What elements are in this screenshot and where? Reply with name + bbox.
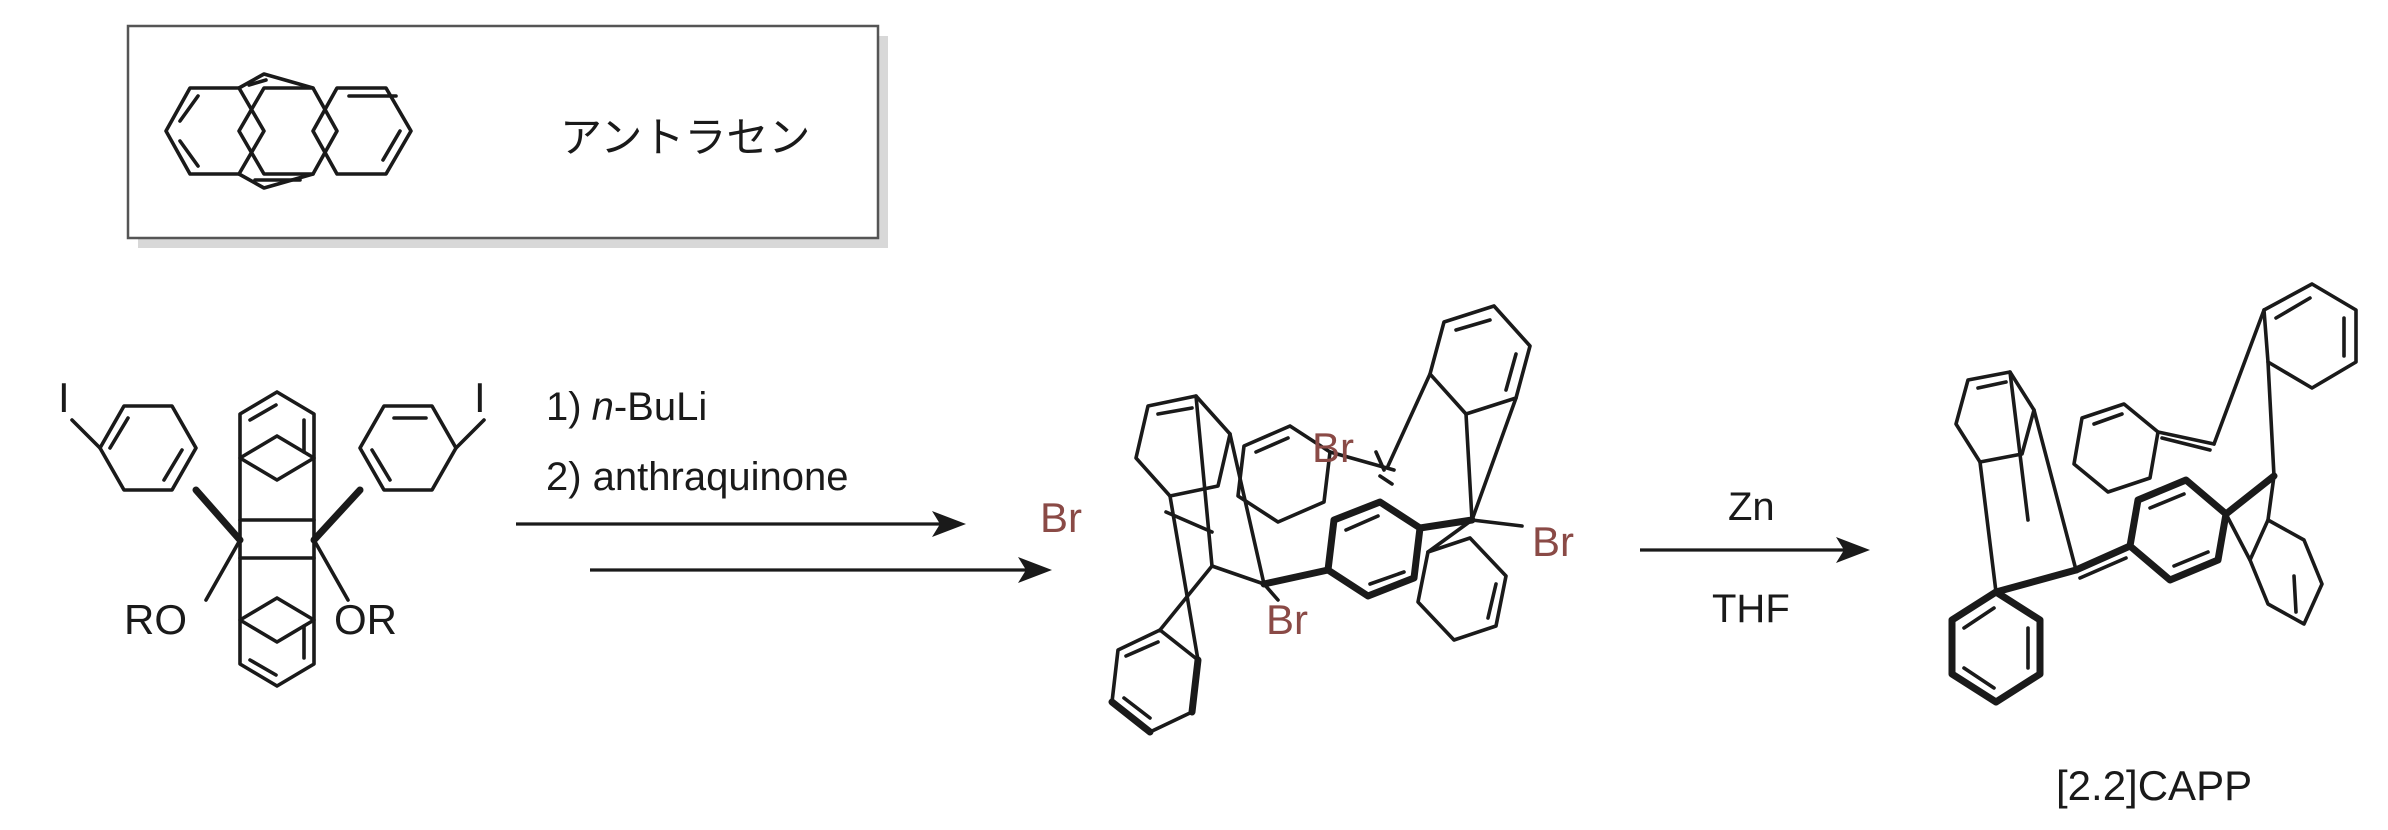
step2-reagent-bottom: THF [1712, 587, 1790, 631]
anthracene-structure-icon [164, 72, 413, 190]
product-structure: [2.2]CAPP [1948, 282, 2358, 809]
step1-reagent-1-num: 1) [546, 385, 582, 429]
legend-label: アントラセン [560, 114, 810, 161]
product-name-label: [2.2]CAPP [2056, 762, 2252, 809]
step2-reagent-top: Zn [1728, 485, 1775, 529]
anthracene-legend: アントラセン [126, 24, 888, 248]
iodo-label-right: I [474, 374, 486, 421]
bromine-label-top: Br [1312, 424, 1354, 471]
bromine-label-left: Br [1040, 494, 1082, 541]
starting-material-structure: I I RO OR [58, 374, 486, 688]
step1-arrow-upper [516, 511, 966, 537]
step2-arrow [1640, 537, 1870, 563]
intermediate-structure: Br Br Br Br [1040, 304, 1574, 736]
step2-reagents: Zn THF [1712, 485, 1790, 631]
bromine-label-right: Br [1532, 518, 1574, 565]
step1-reagent-2: 2) anthraquinone [546, 455, 848, 499]
legend-box [126, 24, 880, 240]
step1-reagents: 1)n-BuLi 2) anthraquinone [546, 385, 848, 499]
step1-reagent-1-rest: -BuLi [614, 385, 707, 429]
step1-reagent-1: 1)n-BuLi [546, 385, 707, 429]
step1-reagent-1-italic: n [592, 385, 614, 429]
step1-arrow-lower [590, 557, 1052, 583]
bromine-label-bottom: Br [1266, 596, 1308, 643]
iodo-label-left: I [58, 374, 70, 421]
alkoxy-label-right: OR [334, 596, 397, 643]
alkoxy-label-left: RO [124, 596, 187, 643]
